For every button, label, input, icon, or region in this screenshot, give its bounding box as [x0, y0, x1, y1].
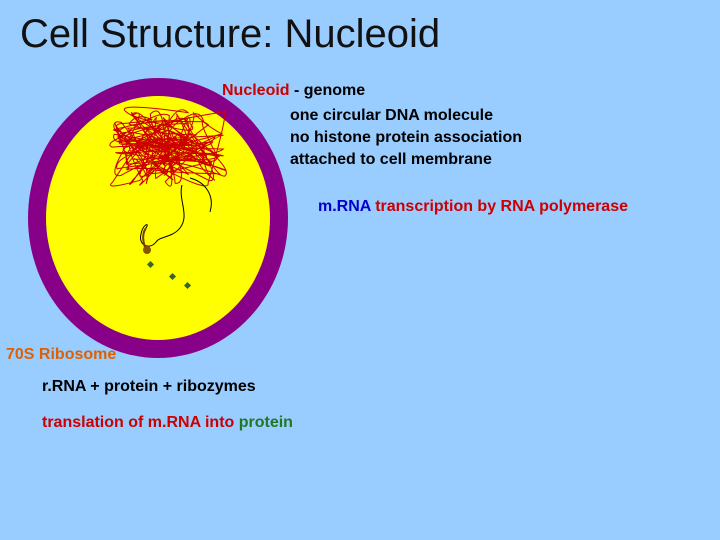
nucleoid-label: Nucleoid - genome: [222, 82, 365, 100]
ribosome: [168, 272, 177, 281]
protein-term: protein: [238, 414, 293, 431]
nucleoid-detail: no histone protein association: [290, 129, 523, 146]
nucleoid-detail: one circular DNA molecule: [290, 107, 494, 124]
transcription-rest: transcription by RNA polymerase: [370, 198, 628, 215]
mrna-term: m.RNA: [318, 198, 371, 215]
cytoplasm: [46, 96, 270, 340]
mrna-strand: [140, 184, 185, 247]
transcription-label: m.RNA transcription by RNA polymerase: [318, 198, 628, 216]
nucleoid-rest: - genome: [289, 82, 366, 99]
ribosome-label: 70S Ribosome: [6, 346, 117, 363]
ribosome-composition: r.RNA + protein + ribozymes: [42, 378, 256, 395]
nucleoid-detail: attached to cell membrane: [290, 151, 492, 168]
dna-strand: [109, 106, 227, 187]
nucleoid-term: Nucleoid: [222, 82, 290, 99]
ribosome: [183, 281, 192, 290]
translation-prefix: translation of m.RNA into: [42, 414, 239, 431]
nucleoid-dna-tangle: [109, 106, 227, 187]
ribosome: [146, 260, 155, 269]
translation-label: translation of m.RNA into protein: [42, 414, 293, 432]
rna-polymerase: [143, 246, 151, 254]
slide-title: Cell Structure: Nucleoid: [20, 12, 441, 56]
dna-membrane-strand: [189, 177, 212, 213]
